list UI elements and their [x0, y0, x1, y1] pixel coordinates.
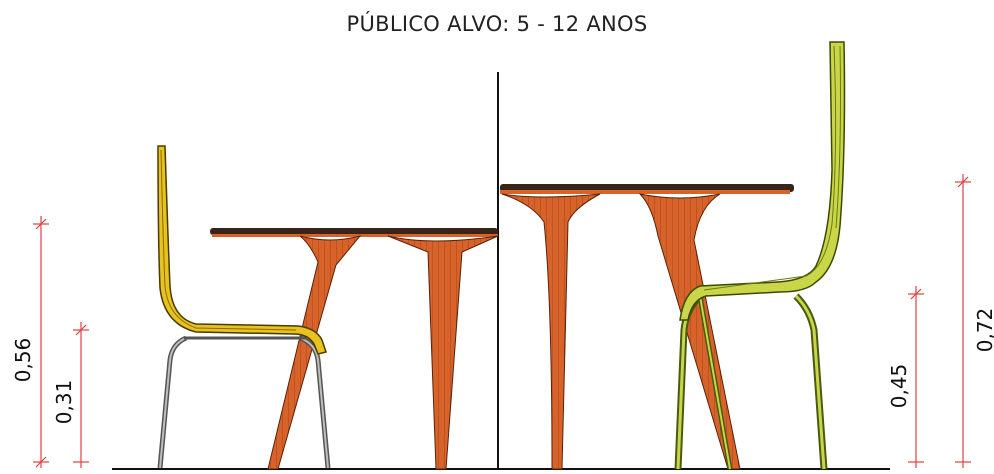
small-chair: [157, 145, 331, 469]
large-chair: [674, 41, 846, 470]
dimension-label-table-left: 0,56: [11, 338, 35, 383]
page-title: PÚBLICO ALVO: 5 - 12 ANOS: [346, 12, 648, 36]
small-table-leg-left: [267, 235, 362, 470]
small-table-top: [210, 228, 498, 235]
dimension-table-left: [33, 216, 49, 468]
large-table-leg-right: [638, 193, 741, 470]
small-table-leg-right: [387, 235, 499, 470]
dimension-label-seat-right: 0,45: [887, 364, 911, 409]
large-table: [500, 184, 794, 470]
small-table: [210, 228, 499, 470]
small-chair-shell: [157, 145, 327, 355]
dimension-label-seat-left: 0,31: [52, 380, 76, 425]
dimension-label-table-right: 0,72: [973, 308, 994, 353]
dimension-seat-right: [908, 286, 924, 468]
small-chair-leg-back: [157, 335, 188, 469]
large-chair-leg-back: [793, 293, 828, 470]
dimension-table-right: [955, 174, 971, 468]
large-chair-shell: [679, 41, 846, 321]
large-table-leg-left: [501, 193, 601, 470]
dimension-seat-left: [73, 322, 89, 468]
